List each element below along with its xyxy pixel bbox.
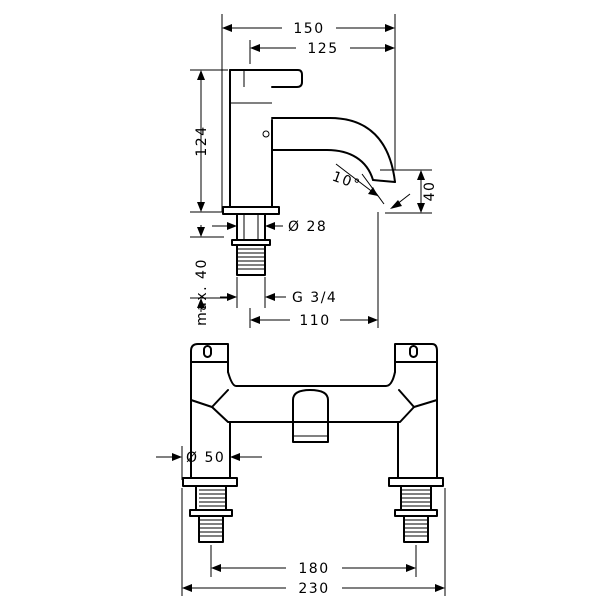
bath-spout [292,389,329,443]
dim-dia28-label: Ø 28 [288,219,327,235]
right-lever-slot [409,345,418,358]
dim-max40-label: max. 40 [194,258,210,326]
dim-40-right-label: 40 [422,181,438,202]
right-shank [403,515,429,543]
dim-124-label: 124 [194,125,210,156]
spout-outlet [372,179,396,183]
dim-dia50-label: Ø 50 [186,450,225,466]
aerator-screw [262,130,270,138]
tap-base-plate [222,206,280,215]
dim-125-label: 125 [307,41,338,57]
shank-thread [237,248,265,270]
tap-spout [271,117,396,183]
tap-lever [229,69,303,88]
dim-110-label: 110 [299,313,330,329]
crossbar [227,371,396,387]
tap-spout-inner [271,149,374,181]
tap-body [229,69,273,208]
dim-thread-label: G 3/4 [292,290,337,306]
bottom-dimensions: Ø 50 180 230 [156,446,446,597]
dim-230-label: 230 [298,581,329,597]
left-pillar [190,343,229,363]
tap-shank [236,244,266,276]
top-dimensions: 150 125 124 10° 40 Ø 28 [190,14,438,329]
tap-side-view [222,69,396,276]
left-base-plate [182,477,238,487]
left-lever-slot [203,345,212,358]
dim-150-label: 150 [293,21,324,37]
dim-180-label: 180 [298,561,329,577]
right-base-plate [388,477,444,487]
tap-base-nut [236,213,266,241]
bath-filler-front-view [182,343,444,543]
dim-angle-label: 10° [330,169,363,194]
left-shank [198,515,224,543]
right-pillar [394,343,438,363]
